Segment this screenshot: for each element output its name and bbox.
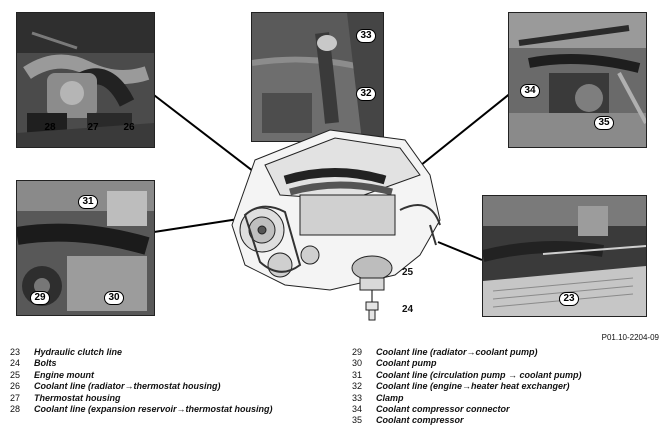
callout-29: 29 [30, 291, 50, 305]
legend-row: 24 Bolts [10, 358, 273, 369]
callout-28: 28 [44, 122, 56, 133]
legend-text: Coolant line (radiator→coolant pump) [376, 347, 538, 357]
legend-row: 25 Engine mount [10, 370, 273, 381]
legend-row: 29 Coolant line (radiator→coolant pump) [352, 347, 582, 358]
legend-number: 32 [352, 381, 363, 392]
legend-text: Coolant line (radiator→thermostat housin… [34, 381, 221, 392]
legend-number: 24 [10, 358, 21, 369]
legend-text: Coolant line (engine→heater heat exchang… [376, 381, 570, 392]
legend-row: 34 Coolant compressor connector [352, 404, 582, 415]
legend-text: Coolant line (expansion reservoir→thermo… [34, 404, 273, 415]
legend-number: 28 [10, 404, 21, 415]
callout-27: 27 [87, 122, 99, 133]
legend-row: 23 Hydraulic clutch line [10, 347, 273, 358]
callout-34: 34 [520, 84, 540, 98]
legend-number: 31 [352, 369, 363, 380]
legend-text: Coolant compressor connector [376, 404, 510, 415]
legend-text: Bolts [34, 358, 57, 369]
legend-number: 29 [352, 347, 363, 357]
legend-text: Coolant pump [376, 358, 437, 369]
callout-23: 23 [559, 292, 579, 306]
legend-number: 26 [10, 381, 21, 392]
legend-row: 31 Coolant line (circulation pump → coola… [352, 370, 582, 381]
legend-number: 23 [10, 347, 21, 357]
legend-text: Engine mount [34, 369, 94, 380]
callout-35: 35 [594, 116, 614, 130]
legend-row: 26 Coolant line (radiator→thermostat hous… [10, 381, 273, 392]
legend-text: Coolant line (circulation pump → coolant… [376, 369, 582, 380]
legend-row: 28 Coolant line (expansion reservoir→ther… [10, 404, 273, 415]
legend-row: 33 Clamp [352, 393, 582, 404]
legend-number: 25 [10, 369, 21, 380]
legend-left: 23 Hydraulic clutch line 24 Bolts 25 Engine m… [10, 347, 273, 415]
callout-25: 25 [402, 267, 414, 278]
callout-30: 30 [104, 291, 124, 305]
callout-26: 26 [123, 122, 135, 133]
legend-number: 34 [352, 404, 363, 415]
legend-number: 30 [352, 358, 363, 369]
callout-31: 31 [78, 195, 98, 209]
callout-33: 33 [356, 29, 376, 43]
legend-number: 35 [352, 415, 363, 426]
legend-text: Hydraulic clutch line [34, 347, 123, 357]
legend-row: 35 Coolant compressor [352, 415, 582, 426]
legend-row: 27 Thermostat housing [10, 393, 273, 404]
legend-number: 27 [10, 392, 21, 403]
legend-number: 33 [352, 392, 363, 403]
legend-row: 30 Coolant pump [352, 358, 582, 369]
callout-32: 32 [356, 87, 376, 101]
photo-coolant-compressor [508, 12, 647, 148]
legend-text: Thermostat housing [34, 392, 121, 403]
legend-text: Clamp [376, 392, 404, 403]
callout-24: 24 [402, 304, 414, 315]
legend-text: Coolant compressor [376, 415, 464, 426]
figure-reference: P01.10-2204-09 [601, 333, 659, 342]
photo-thermostat-housing [16, 12, 155, 148]
legend-row: 32 Coolant line (engine→heater heat excha… [352, 381, 582, 392]
